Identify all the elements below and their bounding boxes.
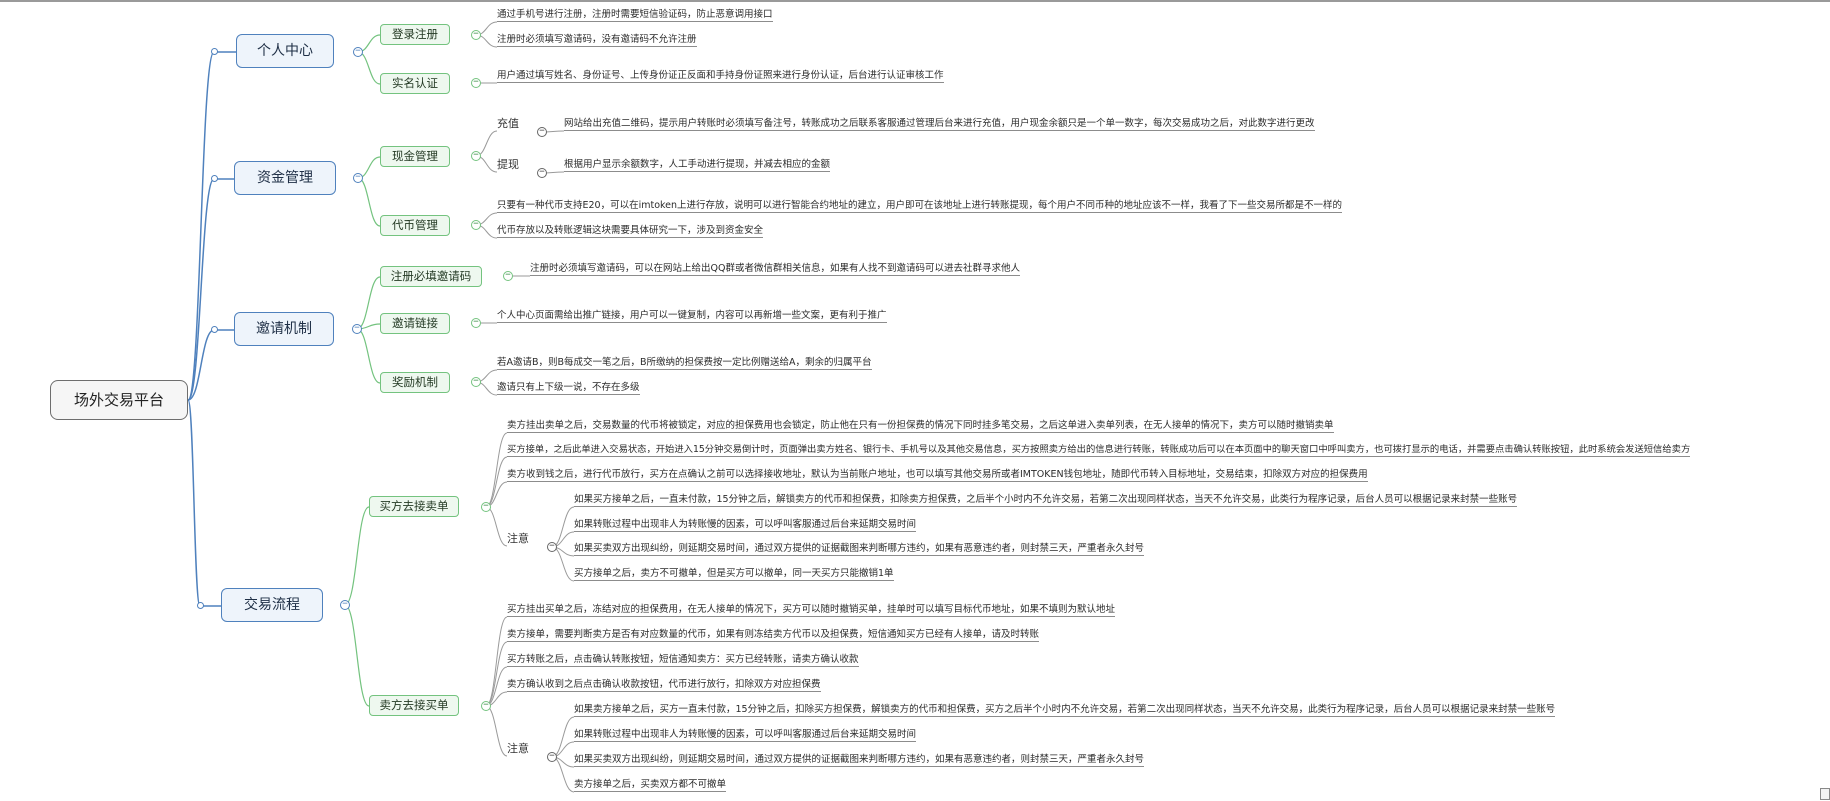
leaf-text: 如果买方接单之后，一直未付款，15分钟之后，解锁卖方的代币和担保费，扣除卖方担保… — [574, 494, 1518, 507]
leaf-text: 如果买卖双方出现纠纷，则延期交易时间，通过双方提供的证据截图来判断哪方违约，如果… — [574, 543, 1145, 556]
resize-corner-icon[interactable] — [1820, 788, 1830, 800]
connector-line — [344, 604, 370, 707]
leaf-text: 网站给出充值二维码，提示用户转账时必须填写备注号，转账成功之后联系客服通过管理后… — [564, 118, 1315, 131]
connector-dot — [211, 175, 218, 182]
connector-line — [187, 329, 215, 401]
topic-invite-link[interactable]: 邀请链接 — [380, 313, 450, 334]
collapse-toggle-icon[interactable]: − — [352, 324, 362, 334]
leaf-text: 买方接单之后，卖方不可撤单，但是买方可以撤单，同一天买方只能撤销1单 — [574, 568, 894, 581]
leaf-text: 买方接单，之后此单进入交易状态，开始进入15分钟交易倒计时，页面弹出卖方姓名、银… — [507, 444, 1691, 457]
connector-dot — [211, 48, 218, 55]
leaf-text: 通过手机号进行注册，注册时需要短信验证码，防止恶意调用接口 — [497, 9, 773, 22]
branch-personal-center[interactable]: 个人中心 — [236, 34, 334, 68]
collapse-toggle-icon[interactable]: − — [471, 318, 481, 328]
connector-dot — [211, 326, 218, 333]
leaf-text: 若A邀请B，则B每成交一笔之后，B所缴纳的担保费按一定比例赠送给A，剩余的归属平… — [497, 357, 872, 370]
collapse-toggle-icon[interactable]: − — [481, 502, 491, 512]
connector-line — [485, 456, 508, 508]
collapse-toggle-icon[interactable]: − — [547, 752, 557, 762]
leaf-text: 个人中心页面需给出推广链接，用户可以一键复制，内容可以再新增一些文案，更有利于推… — [497, 310, 887, 323]
connector-line — [551, 506, 575, 548]
connector-line — [485, 641, 508, 707]
collapse-toggle-icon[interactable]: − — [537, 168, 547, 178]
group-recharge[interactable]: 充值 — [497, 117, 519, 130]
connector-line — [551, 716, 575, 758]
branch-invite-mechanism[interactable]: 邀请机制 — [234, 312, 334, 346]
connector-line — [485, 432, 508, 508]
topic-reward-mechanism[interactable]: 奖励机制 — [380, 372, 450, 393]
note-group-seller[interactable]: 注意 — [507, 742, 529, 755]
collapse-toggle-icon[interactable]: − — [471, 78, 481, 88]
leaf-text: 如果买卖双方出现纠纷，则延期交易时间，通过双方提供的证据截图来判断哪方违约，如果… — [574, 754, 1145, 767]
leaf-text: 用户通过填写姓名、身份证号、上传身份证正反面和手持身份证照来进行身份认证，后台进… — [497, 70, 944, 83]
connector-line — [344, 506, 370, 606]
branch-trade-flow[interactable]: 交易流程 — [221, 588, 323, 622]
collapse-toggle-icon[interactable]: − — [481, 701, 491, 711]
leaf-text: 卖方接单之后，买卖双方都不可撤单 — [574, 779, 727, 792]
collapse-toggle-icon[interactable]: − — [547, 542, 557, 552]
topic-seller-take-buy-order[interactable]: 卖方去接买单 — [369, 695, 459, 716]
collapse-toggle-icon[interactable]: − — [503, 271, 513, 281]
collapse-toggle-icon[interactable]: − — [471, 377, 481, 387]
collapse-toggle-icon[interactable]: − — [471, 151, 481, 161]
collapse-toggle-icon[interactable]: − — [353, 173, 363, 183]
connector-line — [356, 328, 381, 384]
leaf-text: 只要有一种代币支持E20，可以在imtoken上进行存放，说明可以进行智能合约地… — [497, 200, 1343, 213]
leaf-text: 根据用户显示余额数字，人工手动进行提现，并减去相应的金额 — [564, 159, 831, 172]
topic-invite-code-required[interactable]: 注册必填邀请码 — [380, 266, 482, 287]
group-withdraw[interactable]: 提现 — [497, 158, 519, 171]
topic-token-management[interactable]: 代币管理 — [380, 215, 450, 236]
leaf-text: 注册时必须填写邀请码，没有邀请码不允许注册 — [497, 34, 697, 47]
leaf-text: 代币存放以及转账逻辑这块需要具体研究一下，涉及到资金安全 — [497, 225, 764, 238]
connector-line — [187, 399, 201, 607]
leaf-text: 邀请只有上下级一说，不存在多级 — [497, 382, 640, 395]
leaf-text: 买方挂出买单之后，冻结对应的担保费用，在无人接单的情况下，买方可以随时撤销买单，… — [507, 604, 1116, 617]
connector-line — [187, 178, 215, 401]
note-group-buyer[interactable]: 注意 — [507, 532, 529, 545]
topic-real-name-auth[interactable]: 实名认证 — [380, 73, 450, 94]
collapse-toggle-icon[interactable]: − — [471, 220, 481, 230]
branch-fund-management[interactable]: 资金管理 — [234, 161, 336, 195]
connector-line — [485, 506, 508, 547]
leaf-text: 买方转账之后，点击确认转账按钮，短信通知卖方：买方已经转账，请卖方确认收款 — [507, 654, 859, 667]
leaf-text: 卖方挂出卖单之后，交易数量的代币将被锁定，对应的担保费用也会锁定，防止他在只有一… — [507, 420, 1334, 433]
leaf-text: 注册时必须填写邀请码，可以在网站上给出QQ群或者微信群相关信息，如果有人找不到邀… — [530, 263, 1020, 276]
topic-buyer-take-sell-order[interactable]: 买方去接卖单 — [369, 496, 459, 517]
collapse-toggle-icon[interactable]: − — [471, 30, 481, 40]
connector-line — [357, 177, 381, 227]
connector-line — [357, 51, 381, 85]
leaf-text: 卖方收到钱之后，进行代币放行，买方在点确认之前可以选择接收地址，默认为当前账户地… — [507, 469, 1368, 482]
connector-line — [485, 705, 508, 757]
leaf-text: 如果转账过程中出现非人为转账慢的因素，可以呼叫客服通过后台来延期交易时间 — [574, 519, 917, 532]
collapse-toggle-icon[interactable]: − — [537, 127, 547, 137]
connector-line — [187, 51, 215, 401]
root-node[interactable]: 场外交易平台 — [50, 380, 188, 420]
leaf-text: 如果卖方接单之后，买方一直未付款，15分钟之后，扣除买方担保费，解锁卖方的代币和… — [574, 704, 1556, 717]
leaf-text: 卖方确认收到之后点击确认收款按钮，代币进行放行，扣除双方对应担保费 — [507, 679, 821, 692]
connector-dot — [197, 602, 204, 609]
window-top-border — [0, 0, 1830, 2]
leaf-text: 如果转账过程中出现非人为转账慢的因素，可以呼叫客服通过后台来延期交易时间 — [574, 729, 917, 742]
topic-login-register[interactable]: 登录注册 — [380, 24, 450, 45]
collapse-toggle-icon[interactable]: − — [340, 600, 350, 610]
connector-line — [356, 276, 381, 330]
leaf-text: 卖方接单，需要判断卖方是否有对应数量的代币，如果有则冻结卖方代币以及担保费，短信… — [507, 629, 1040, 642]
topic-cash-management[interactable]: 现金管理 — [380, 146, 450, 167]
collapse-toggle-icon[interactable]: − — [353, 47, 363, 57]
